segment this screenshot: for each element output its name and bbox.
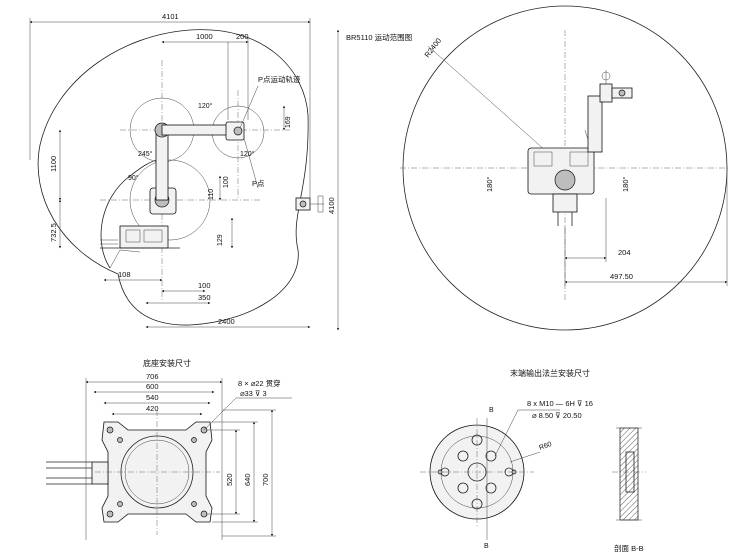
base-rotation-joint	[554, 169, 576, 191]
flange-pin	[437, 469, 443, 475]
outer-reach-envelope	[37, 29, 309, 326]
base-hole	[106, 510, 114, 518]
dim-520: 520	[225, 473, 234, 486]
section-view	[619, 427, 639, 521]
flange-mounting-view: 末端输出法兰安装尺寸 B B 8 x M10 — 6H ⊽ 16 ⌀ 8.50 …	[420, 368, 646, 553]
dim-1000: 1000	[196, 32, 213, 41]
angle-120-wrist: 120°	[240, 150, 255, 158]
flange-title: 末端输出法兰安装尺寸	[510, 368, 590, 378]
dim-497-50: 497.50	[610, 272, 633, 281]
flange-note-1: 8 x M10 — 6H ⊽ 16	[527, 399, 593, 408]
dim-200: 200	[236, 32, 249, 41]
dim-129: 129	[217, 234, 224, 246]
dim-600: 600	[146, 382, 159, 391]
base-plate	[101, 421, 213, 523]
dim-640: 640	[243, 473, 252, 486]
angle-120-top: 120°	[198, 102, 213, 110]
dim-100-side: 100	[223, 176, 230, 188]
dim-706: 706	[146, 372, 159, 381]
section-marker-top: B	[489, 407, 494, 414]
dim-4100: 4100	[327, 197, 336, 214]
dim-700: 700	[261, 473, 270, 486]
base-hole-note-2: ⌀33 ⊽ 3	[240, 389, 267, 398]
flange-hole	[457, 482, 469, 494]
base-hole	[117, 501, 123, 507]
dim-100-bottom: 100	[198, 281, 211, 290]
dim-540: 540	[146, 393, 159, 402]
flange-hole	[485, 450, 497, 462]
flange-note-2: ⌀ 8.50 ⊽ 20.50	[532, 411, 582, 420]
dim-732-5: 732.5	[49, 223, 58, 242]
flange-radius: R60	[538, 441, 553, 452]
base-hole	[191, 437, 197, 443]
label-p-point: P点	[252, 179, 265, 188]
base-hole	[117, 437, 123, 443]
angle-90: 90°	[128, 174, 139, 182]
label-p-track: P点运动轨迹	[258, 74, 301, 84]
flange-hole	[471, 498, 483, 510]
flange-hole	[457, 450, 469, 462]
dim-110: 110	[208, 189, 215, 200]
dim-r2400: R2400	[422, 36, 443, 59]
top-view-title: BR5110 运动范围图	[346, 32, 412, 42]
section-marker-bottom: B	[484, 543, 489, 550]
forearm-top	[599, 83, 613, 103]
dim-420: 420	[146, 404, 159, 413]
flange-hole	[471, 434, 483, 446]
angle-180-right: 180°	[621, 176, 630, 192]
base-mount-top	[552, 193, 578, 213]
flange-hole	[485, 482, 497, 494]
angle-180-left: 180°	[485, 176, 494, 192]
arm-link-top	[587, 95, 603, 153]
dim-169: 169	[285, 116, 292, 128]
flange-pin	[511, 469, 517, 475]
dim-4101: 4101	[162, 12, 179, 21]
base-title: 底座安装尺寸	[143, 358, 191, 368]
base-hole-note-1: 8 × ⌀22 贯穿	[238, 378, 281, 388]
base-hole	[106, 426, 114, 434]
workspace-side-view: 4101 1000 200 1100 732.5 108 100 350 240…	[29, 12, 340, 331]
angle-245: 245°	[138, 150, 153, 158]
section-label: 剖面 B-B	[614, 543, 644, 553]
dim-108: 108	[118, 270, 131, 279]
inner-reach-envelope	[100, 157, 166, 269]
dim-350: 350	[198, 293, 211, 302]
base-hole	[191, 501, 197, 507]
dim-2400: 2400	[218, 317, 235, 326]
base-mounting-view: 底座安装尺寸	[46, 358, 292, 540]
flange-holes	[437, 434, 517, 510]
dim-204: 204	[618, 248, 631, 257]
base-connector	[91, 461, 109, 485]
dim-1100: 1100	[49, 156, 58, 172]
workspace-top-view: BR5110 运动范围图 R2400 180° 180° 204 497.50	[346, 5, 730, 331]
wrist-joint	[233, 126, 243, 136]
lower-arm	[155, 127, 169, 201]
